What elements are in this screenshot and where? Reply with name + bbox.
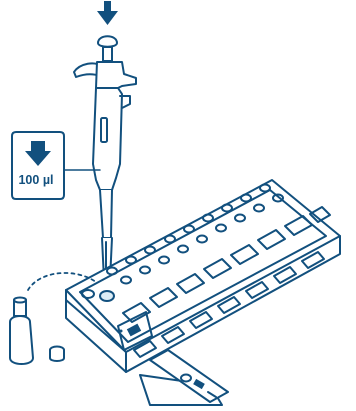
press-down-arrow-icon [97,1,118,25]
test-cassette [140,350,228,405]
pipette [74,36,136,290]
bottle-cap [50,347,64,362]
volume-callout [12,132,100,199]
reagent-bottle [10,298,33,365]
volume-label: 100 µl [8,172,64,188]
